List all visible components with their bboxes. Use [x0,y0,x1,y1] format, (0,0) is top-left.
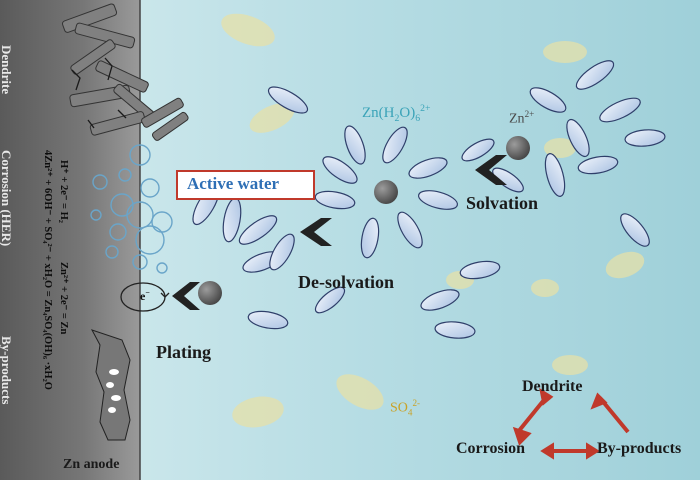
desolvation-label: De-solvation [298,272,394,292]
active-water-label: Active water [187,174,280,193]
triangle-byproducts-label: By-products [597,440,682,457]
water-molecules [192,60,666,339]
byproduct-layer [90,329,131,441]
active-water-box [176,170,315,200]
equation-plating: Zn²⁺ + 2e⁻ = Zn [58,262,69,335]
zn-ion-solvated [374,180,398,204]
zn-ion-plating [198,281,222,305]
hydrogen-bubbles [90,144,173,274]
solvated-zinc-label: Zn(H2O)62+ [362,103,431,124]
triangle-dendrite-label: Dendrite [522,378,583,395]
solvation-label: Solvation [466,193,539,213]
zn-ion-free [506,136,530,160]
anode-label: Zn anode [63,457,120,472]
dendrite-flakes [61,3,189,141]
side-label-dendrite: Dendrite [0,45,14,95]
plating-label: Plating [156,342,212,362]
equation-byproduct: 4Zn²⁺ + 6OH⁻ + SO₄²⁻ + xH₂O = Zn₄SO₄(OH)… [42,150,53,390]
relation-arrows [512,387,630,460]
process-arrows [172,155,507,310]
electron-label: e− [140,288,150,303]
dendrite-cracks [71,57,127,129]
triangle-corrosion-label: Corrosion [456,440,526,457]
electron-symbol [120,282,170,312]
equation-her: H⁺ + 2e⁻ = H₂ [58,160,69,223]
zinc-ion-label: Zn2+ [509,109,535,127]
side-label-corrosion: Corrosion (HER) [0,150,14,247]
side-label-byproducts: By-products [0,336,14,405]
sulfate-ions [221,13,645,428]
sulfate-label: SO42- [390,398,421,418]
zn-ions [198,136,530,305]
